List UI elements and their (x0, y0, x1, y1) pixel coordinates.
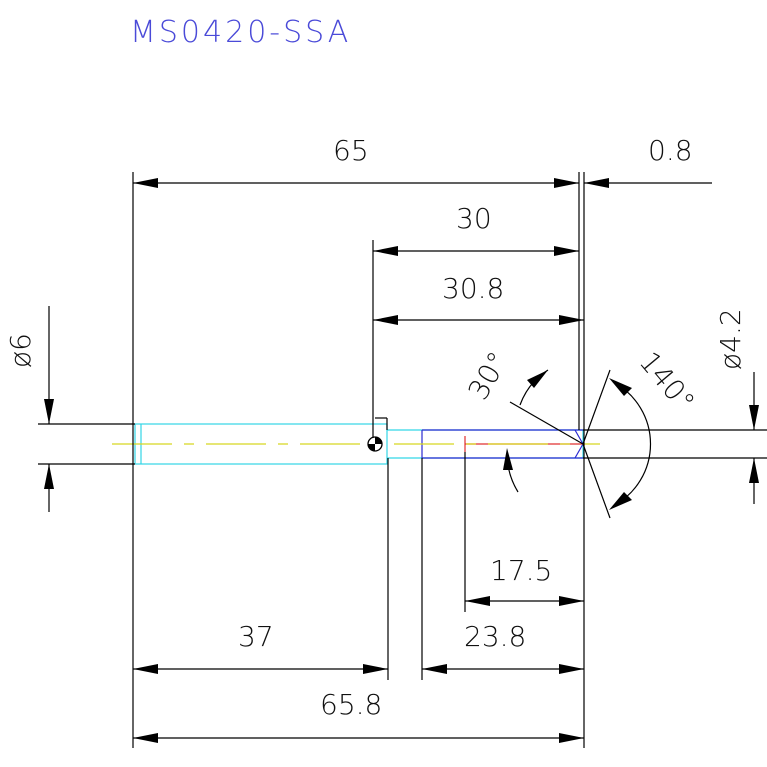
dim-step-to-tip: 30.8 (373, 272, 584, 325)
dim-tip-offset: 0.8 (584, 134, 712, 188)
dim-chamfer-angle: 30° (461, 346, 584, 493)
svg-text:17.5: 17.5 (490, 554, 552, 587)
svg-text:37: 37 (238, 620, 274, 653)
svg-text:30°: 30° (461, 346, 514, 405)
svg-text:23.8: 23.8 (464, 620, 526, 653)
center-mark (367, 436, 383, 452)
dim-flute-outer: 23.8 (422, 620, 584, 674)
dim-total-length: 65.8 (133, 688, 584, 743)
svg-text:30.8: 30.8 (442, 272, 504, 305)
svg-text:0.8: 0.8 (648, 134, 693, 167)
svg-text:65: 65 (333, 134, 369, 167)
dim-step-to-end: 30 (373, 202, 579, 256)
svg-text:ø6: ø6 (4, 333, 37, 368)
dim-shank-diameter: ø6 (4, 306, 54, 512)
dim-overall-length: 65 (133, 134, 579, 188)
dim-point-angle: 140° (582, 345, 702, 519)
part-number-title: MS0420-SSA (130, 15, 351, 50)
svg-text:65.8: 65.8 (320, 688, 382, 721)
dim-flute-inner: 17.5 (465, 554, 584, 606)
tool-body (112, 417, 600, 465)
svg-text:140°: 140° (633, 345, 702, 418)
extension-lines (38, 172, 767, 748)
dim-shank-length: 37 (133, 620, 388, 674)
svg-text:30: 30 (456, 202, 492, 235)
dim-tip-diameter: ø4.2 (714, 308, 759, 504)
svg-text:ø4.2: ø4.2 (714, 308, 747, 370)
